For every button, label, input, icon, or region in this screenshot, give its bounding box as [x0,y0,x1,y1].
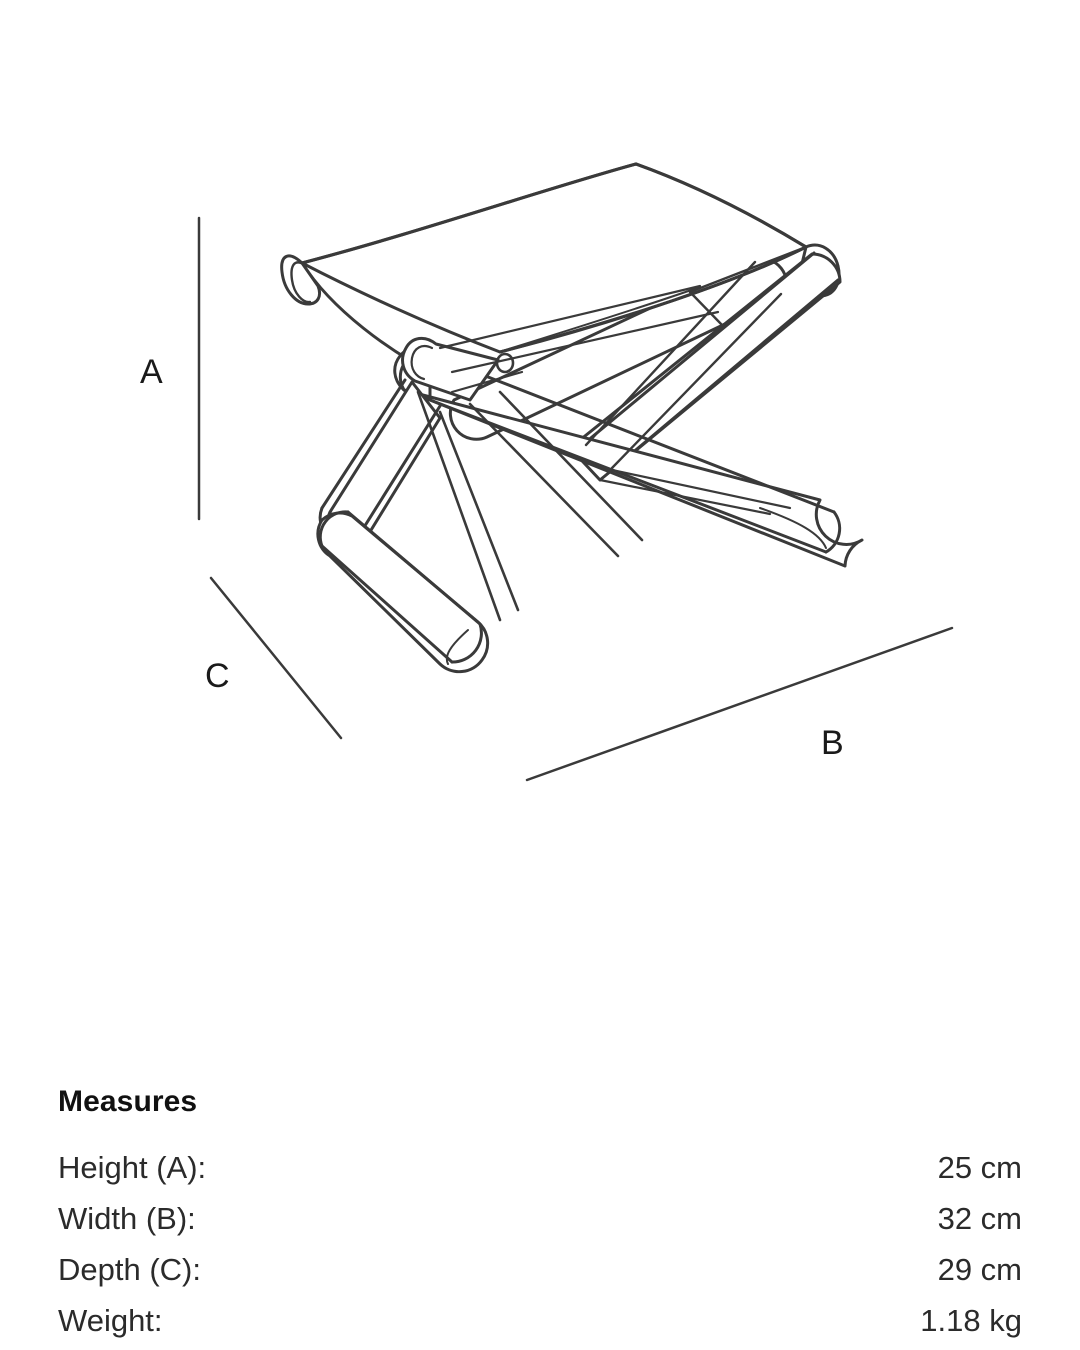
measure-label-depth: Depth (C): [58,1251,201,1287]
measure-value-depth: 29 cm [937,1251,1022,1287]
measure-label-height: Height (A): [58,1149,207,1185]
dimension-label-a: A [140,353,163,391]
measures-heading: Measures [58,1085,198,1118]
stool-front-right-leg [568,251,842,482]
measure-row-depth: Depth (C): 29 cm [58,1244,1022,1295]
stool-right-rear-upright [584,260,783,470]
measure-value-weight: 1.18 kg [920,1302,1022,1338]
measures-section: Measures Height (A): 25 cm Width (B): 32… [58,1085,1022,1346]
stool-rear-crossbar [598,468,792,516]
measure-label-weight: Weight: [58,1302,163,1338]
stool-seat-left-cap [280,254,322,306]
measure-row-height: Height (A): 25 cm [58,1142,1022,1193]
stool-rear-right-leg-lower [468,390,644,558]
measure-row-weight: Weight: 1.18 kg [58,1295,1022,1346]
dimension-line-b [525,626,954,782]
dimension-label-b: B [821,724,844,762]
dimension-label-c: C [205,657,230,695]
product-diagram: A B C [140,162,954,782]
stool-hinge-plate [401,284,720,402]
measure-value-width: 32 cm [937,1200,1022,1236]
dimension-line-c [209,576,343,740]
measure-row-width: Width (B): 32 cm [58,1193,1022,1244]
measure-value-height: 25 cm [937,1149,1022,1185]
stool-left-frame-inner-rail [416,390,520,622]
measure-label-width: Width (B): [58,1200,196,1236]
stool-bottom-stretcher [316,510,490,674]
folding-stool-illustration [197,162,954,782]
hinge-pivot-screw [495,352,515,374]
